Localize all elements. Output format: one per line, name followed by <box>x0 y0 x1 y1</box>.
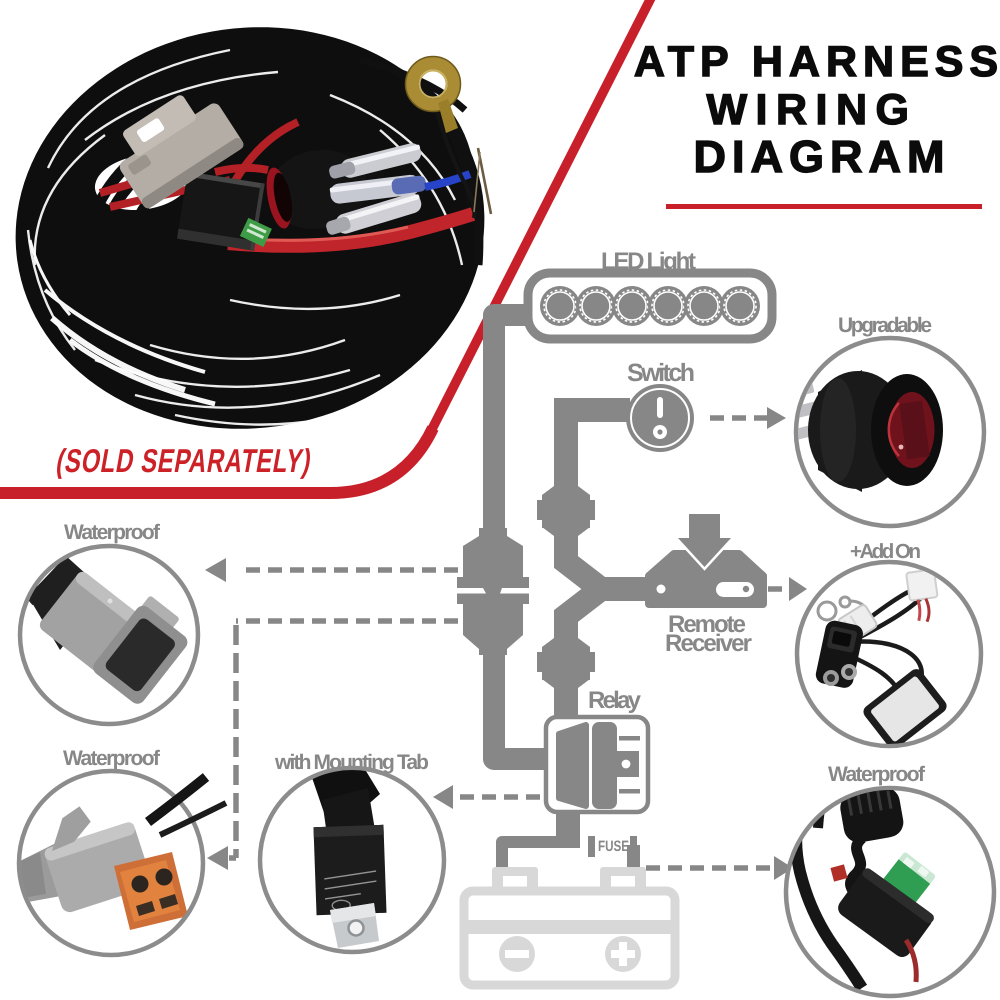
svg-text:Waterproof: Waterproof <box>63 747 161 770</box>
svg-text:Switch: Switch <box>627 359 695 387</box>
svg-text:Relay: Relay <box>588 687 642 714</box>
svg-text:DIAGRAM: DIAGRAM <box>694 131 951 182</box>
svg-text:Remote: Remote <box>668 611 746 638</box>
svg-text:+Add On: +Add On <box>850 540 921 563</box>
svg-text:ATP HARNESS: ATP HARNESS <box>634 38 1000 86</box>
svg-text:Upgradable: Upgradable <box>838 314 932 337</box>
svg-text:Waterproof: Waterproof <box>64 521 161 544</box>
svg-text:Waterproof: Waterproof <box>828 763 926 786</box>
svg-text:LED Light: LED Light <box>601 248 696 275</box>
svg-text:FUSE: FUSE <box>598 838 629 855</box>
svg-text:with Mounting Tab: with Mounting Tab <box>274 751 429 774</box>
svg-text:Receiver: Receiver <box>665 630 752 657</box>
svg-text:WIRING: WIRING <box>706 86 917 134</box>
svg-text:(SOLD SEPARATELY): (SOLD SEPARATELY) <box>54 442 315 479</box>
